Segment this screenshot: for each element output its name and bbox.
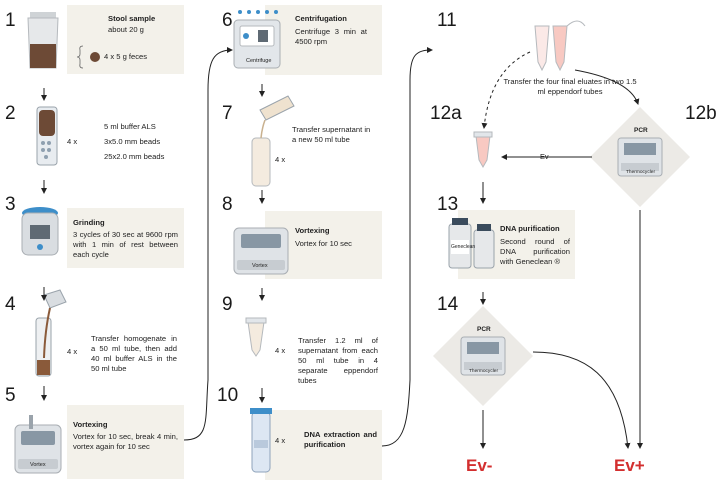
pcr-label-14: PCR (477, 326, 491, 333)
step-number-9: 9 (222, 294, 233, 315)
feces-pellet-icon (76, 45, 100, 69)
step-number-4: 4 (5, 294, 16, 315)
pour-transfer-icon (35, 289, 67, 377)
vortex-label: Vortex (30, 462, 46, 468)
step-13-body: Second round of DNA purification with Ge… (500, 237, 570, 266)
step-10-multiplier: 4 x (275, 436, 286, 445)
pcr-thermocycler-icon (590, 107, 690, 207)
extraction-column-icon (250, 408, 272, 473)
step-5-body: Vortex for 10 sec, break 4 min, vortex a… (73, 432, 178, 451)
step-number-7: 7 (222, 103, 233, 124)
step-number-13: 13 (437, 194, 459, 215)
step-4-body: Transfer homogenate in a 50 ml tube, the… (91, 334, 177, 373)
grinder-icon (21, 207, 59, 256)
step-number-12a: 12a (430, 103, 462, 124)
pcr-label-12b: PCR (634, 127, 648, 134)
step-number-10: 10 (217, 385, 239, 406)
vortex-device-icon-2 (233, 227, 289, 275)
step-9-multiplier: 4 x (275, 346, 286, 355)
step-number-2: 2 (5, 103, 16, 124)
eluate-tubes-icon (534, 20, 586, 72)
step-6-title: Centrifugation (295, 14, 347, 23)
panel-step-3 (67, 208, 184, 268)
step-2-beads-large: 3x5.0 mm beads (104, 137, 161, 146)
step-10-body: DNA extraction and purification (304, 430, 377, 449)
pcr-thermocycler-icon-2 (433, 306, 533, 406)
flow-arrows (41, 47, 643, 449)
step-5-title: Vortexing (73, 420, 108, 429)
step-2-buffer: 5 ml buffer ALS (104, 122, 156, 131)
step-3-title: Grinding (73, 218, 105, 227)
supernatant-transfer-icon (251, 95, 295, 187)
step-11-body: Transfer the four final eluates in two 1… (503, 77, 637, 96)
step-7-body: Transfer supernatant in a new 50 ml tube (292, 125, 371, 144)
centrifuge-icon (233, 10, 281, 69)
step-6-body: Centrifuge 3 min at 4500 rpm (295, 27, 367, 46)
step-number-3: 3 (5, 194, 16, 215)
geneclean-bottles-icon (448, 218, 495, 269)
ev-neg-arrow-label: Ev- (540, 152, 552, 161)
eppendorf-tube-icon (245, 317, 267, 357)
step-2-beads-small: 25x2.0 mm beads (104, 152, 165, 161)
panel-step-5 (67, 405, 184, 479)
step-1-detail: 4 x 5 g feces (104, 52, 148, 61)
vortex-label-2: Vortex (252, 263, 268, 269)
result-positive: Ev+ (614, 456, 645, 475)
stool-cup-icon (27, 12, 59, 69)
step-13-title: DNA purification (500, 224, 560, 233)
thermocycler-label-12b: Thermocycler (626, 170, 656, 175)
step-number-14: 14 (437, 294, 459, 315)
step-7-multiplier: 4 x (275, 155, 286, 164)
panel-step-1 (67, 5, 184, 74)
step-3-body: 3 cycles of 30 sec at 9600 rpm with 1 mi… (73, 230, 178, 259)
panel-step-10 (265, 410, 382, 480)
centrifuge-label: Centrifuge (246, 58, 272, 64)
step-number-8: 8 (222, 194, 233, 215)
bead-tube-icon (36, 106, 58, 166)
step-1-title: Stool sample (108, 14, 156, 23)
panel-step-6 (265, 5, 382, 75)
step-number-11: 11 (437, 10, 457, 31)
step-number-12b: 12b (685, 103, 717, 124)
step-2-multiplier: 4 x (67, 137, 78, 146)
step-8-body: Vortex for 10 sec (295, 239, 352, 248)
step-4-multiplier: 4 x (67, 347, 78, 356)
step-number-1: 1 (5, 10, 16, 31)
result-negative: Ev- (466, 456, 493, 475)
vortex-device-icon (14, 415, 62, 474)
step-8-title: Vortexing (295, 226, 330, 235)
eppendorf-tube-icon-2 (473, 131, 493, 169)
step-1-amount: about 20 g (108, 25, 144, 34)
step-9-body: Transfer 1.2 ml of supernatant from each… (298, 336, 378, 385)
step-number-5: 5 (5, 385, 16, 406)
thermocycler-label-14: Thermocycler (469, 369, 499, 374)
step-number-6: 6 (222, 10, 233, 31)
geneclean-label: Geneclean (451, 244, 476, 250)
